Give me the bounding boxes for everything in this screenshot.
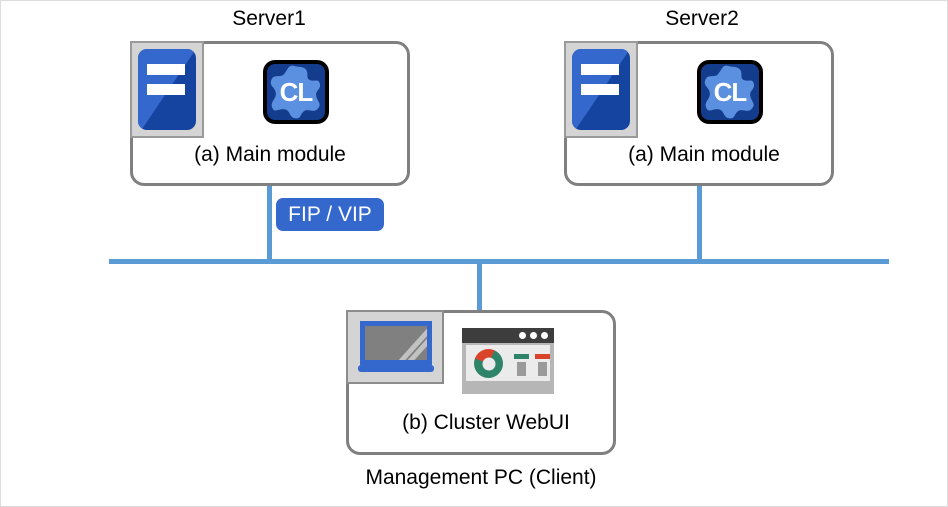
laptop-screen [360, 321, 432, 365]
server2-title: Server2 [665, 7, 739, 30]
management-pc-network-connector [477, 259, 482, 311]
cl-icon-splash-shape [270, 65, 321, 119]
status-gauge-red-icon [535, 354, 550, 376]
server-rack-bar-1 [581, 64, 619, 75]
browser-titlebar [462, 328, 554, 343]
management-pc-title: Management PC (Client) [365, 466, 597, 489]
server2-caption: (a) Main module [628, 143, 780, 166]
laptop-icon [346, 310, 444, 384]
server1-caption: (a) Main module [194, 143, 346, 166]
laptop-base [358, 365, 434, 372]
gauge-stem [538, 362, 547, 376]
cl-icon-label: CL [713, 77, 748, 107]
network-bus-line [109, 259, 889, 264]
browser-dot-2 [530, 332, 537, 339]
fip-vip-badge: FIP / VIP [276, 198, 384, 231]
server-rack-bar-2 [581, 84, 619, 95]
browser-window-icon [462, 328, 554, 394]
server1-network-connector [267, 186, 272, 261]
cl-module-icon: CL [263, 60, 329, 124]
server2-network-connector [697, 186, 702, 261]
server-rack-body [572, 49, 630, 130]
gauge-cap [535, 354, 550, 359]
server-rack-bar-2 [147, 84, 185, 95]
browser-dot-3 [541, 332, 548, 339]
server-rack-bar-1 [147, 64, 185, 75]
server-rack-icon [130, 41, 204, 138]
browser-content [466, 345, 550, 381]
status-gauge-green-icon [514, 354, 529, 376]
management-pc-caption: (b) Cluster WebUI [402, 411, 570, 434]
gauge-stem [517, 362, 526, 376]
gauge-cap [514, 354, 529, 359]
cl-module-icon: CL [697, 60, 763, 124]
server-rack-body [138, 49, 196, 130]
cl-icon-label: CL [279, 77, 314, 107]
server-rack-icon [564, 41, 638, 138]
donut-chart-icon [474, 349, 503, 378]
browser-dot-1 [519, 332, 526, 339]
cl-icon-splash-shape [704, 65, 755, 119]
server1-title: Server1 [232, 7, 306, 30]
